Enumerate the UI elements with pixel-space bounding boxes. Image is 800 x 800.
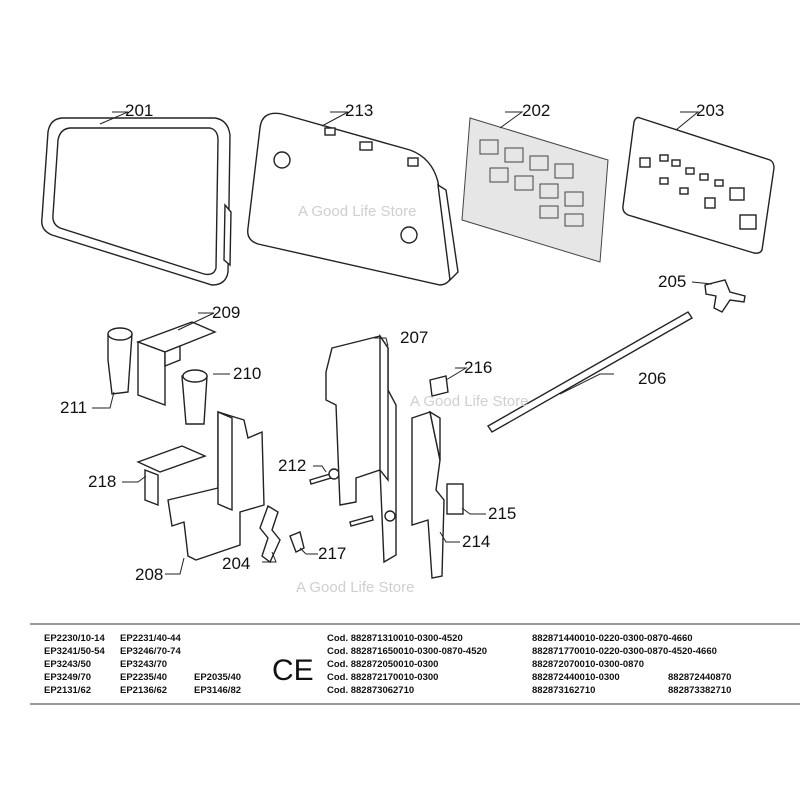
code-cell: Cod. 882873062710 — [327, 685, 414, 696]
watermark-2: A Good Life Store — [410, 393, 528, 410]
code-cell: 882872070010-0300-0870 — [532, 659, 644, 670]
callout-203: 203 — [696, 101, 724, 120]
watermark-1: A Good Life Store — [298, 203, 416, 220]
callout-210: 210 — [233, 364, 261, 383]
model-cell: EP3243/70 — [120, 659, 167, 670]
footer-model-list: EP2230/10-14 EP2231/40-44 EP3241/50-54 E… — [44, 633, 241, 696]
callout-206: 206 — [638, 369, 666, 388]
callout-202: 202 — [522, 101, 550, 120]
model-cell: EP2131/62 — [44, 685, 91, 696]
code-cell: 882873382710 — [668, 685, 731, 696]
leader-lines — [92, 111, 713, 575]
callout-216: 216 — [464, 358, 492, 377]
part-215-spring — [446, 483, 464, 515]
model-cell: EP2136/62 — [120, 685, 167, 696]
callout-214: 214 — [462, 532, 490, 551]
part-218-holder — [136, 445, 207, 507]
code-cell: 882873162710 — [532, 685, 595, 696]
code-cell: 882871770010-0220-0300-0870-4520-4660 — [532, 646, 717, 657]
callout-212: 212 — [278, 456, 306, 475]
code-cell: 882872440870 — [668, 672, 731, 683]
part-216-clip — [429, 375, 449, 397]
code-cell: Cod. 882871650010-0300-0870-4520 — [327, 646, 487, 657]
part-209-bracket — [135, 321, 217, 407]
code-cell: Cod. 882871310010-0300-4520 — [327, 633, 463, 644]
callout-217: 217 — [318, 544, 346, 563]
part-202-membrane — [461, 117, 609, 263]
callout-218: 218 — [88, 472, 116, 491]
callout-211: 211 — [60, 398, 87, 417]
model-cell: EP3243/50 — [44, 659, 91, 670]
model-cell: EP2035/40 — [194, 672, 241, 683]
code-cell: Cod. 882872170010-0300 — [327, 672, 438, 683]
footer-code-list: Cod. 882871310010-0300-4520 882871440010… — [327, 633, 731, 696]
part-204-clip — [259, 504, 281, 564]
part-217-clip — [289, 531, 305, 553]
model-cell: EP3246/70-74 — [120, 646, 181, 657]
part-201-frame — [41, 117, 232, 286]
model-cell: EP2230/10-14 — [44, 633, 105, 644]
code-cell: 882871440010-0220-0300-0870-4660 — [532, 633, 693, 644]
part-211-button — [107, 327, 133, 395]
callout-205: 205 — [658, 272, 686, 291]
code-cell: 882872440010-0300 — [532, 672, 620, 683]
code-cell: Cod. 882872050010-0300 — [327, 659, 438, 670]
part-208-housing — [167, 410, 265, 561]
part-206-rod — [487, 311, 693, 433]
callout-215: 215 — [488, 504, 516, 523]
callout-209: 209 — [212, 303, 240, 322]
callout-204: 204 — [222, 554, 250, 573]
model-cell: EP2231/40-44 — [120, 633, 181, 644]
part-214-slider — [411, 410, 445, 579]
part-210-button — [181, 369, 208, 425]
watermark-3: A Good Life Store — [296, 579, 414, 596]
part-203-pcb — [622, 116, 775, 254]
part-207-lever — [325, 333, 397, 564]
callout-207: 207 — [400, 328, 428, 347]
callout-201: 201 — [125, 101, 153, 120]
model-cell: EP3249/70 — [44, 672, 91, 683]
model-cell: EP3241/50-54 — [44, 646, 105, 657]
callout-208: 208 — [135, 565, 163, 584]
part-213-panel — [247, 112, 459, 286]
callout-213: 213 — [345, 101, 373, 120]
ce-mark: CE — [272, 654, 314, 687]
part-205-connector — [704, 279, 746, 313]
model-cell: EP3146/82 — [194, 685, 241, 696]
model-cell: EP2235/40 — [120, 672, 167, 683]
